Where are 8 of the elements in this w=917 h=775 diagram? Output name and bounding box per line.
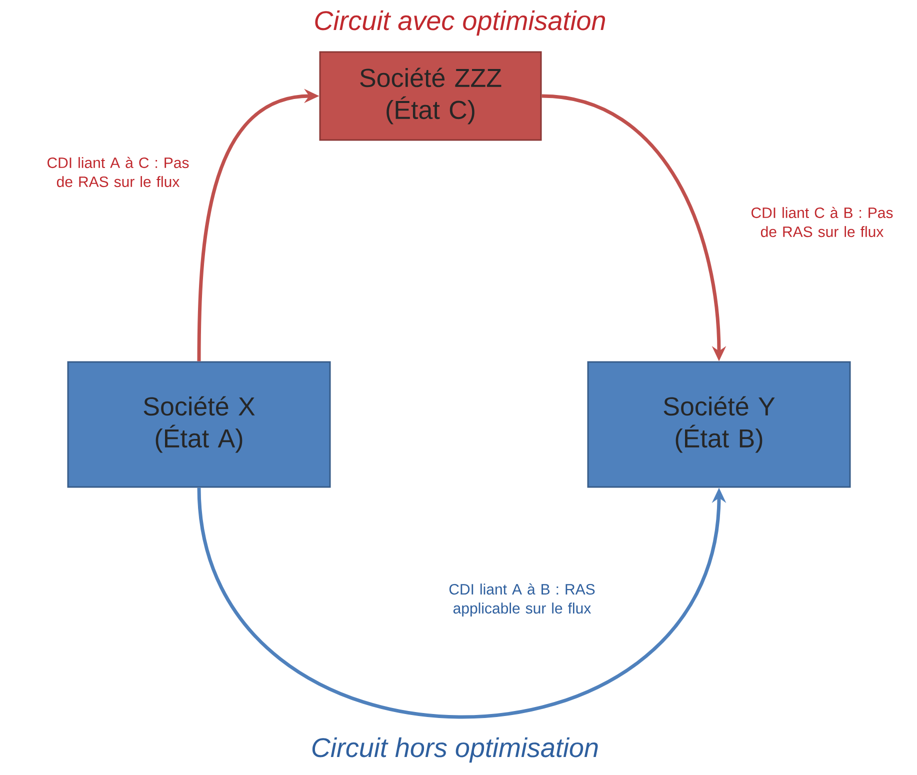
company-box: Société ZZZ (État C): [319, 51, 542, 141]
caption: Circuit hors optimisation: [312, 737, 598, 763]
edge-label: CDI liant A à B : RAS applicable sur le flux: [449, 583, 595, 617]
edge-label: CDI liant C à B : Pas de RAS sur le flux: [752, 206, 893, 238]
company-box: Société Y (État B): [587, 361, 851, 488]
edge-label: CDI liant A à C : Pas de RAS sur le flux: [48, 156, 189, 188]
title: Circuit avec optimisation: [315, 10, 606, 36]
company-box: Société X (État A): [67, 361, 331, 488]
